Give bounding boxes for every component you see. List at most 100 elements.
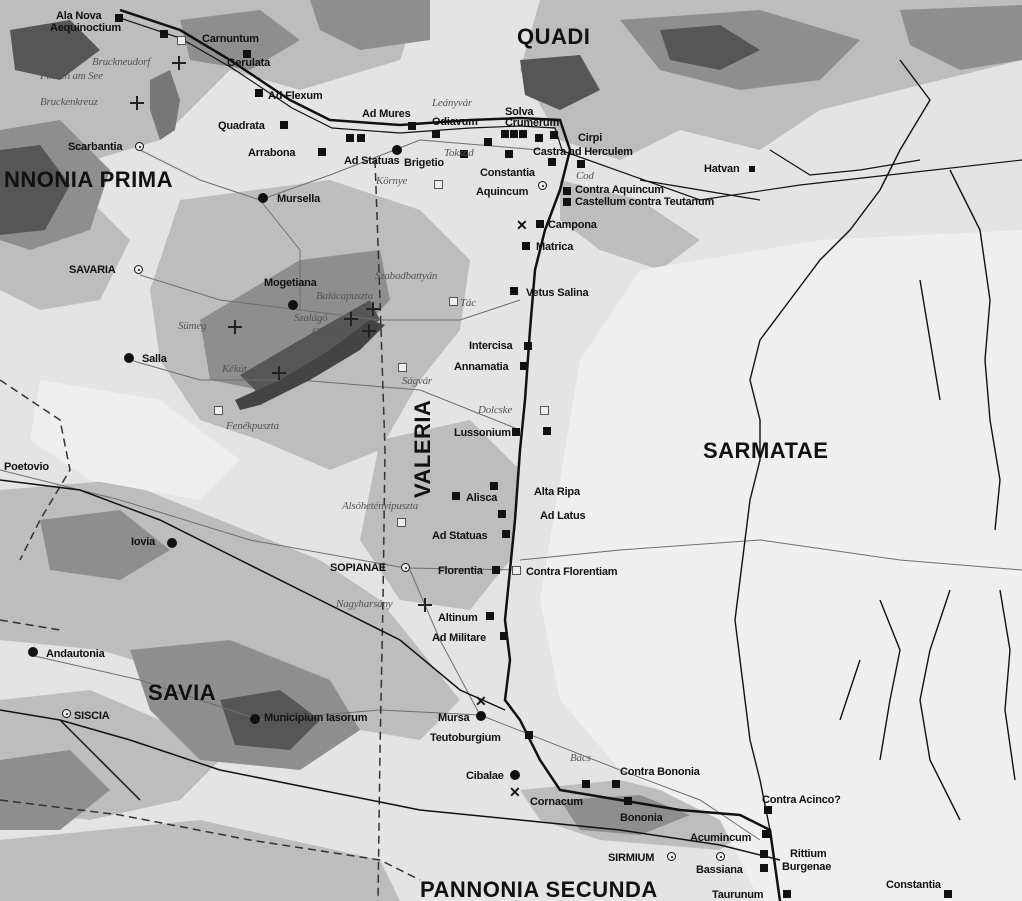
fort-marker[interactable] xyxy=(760,864,768,872)
place-label: Aequinoctium xyxy=(50,22,121,34)
fort-marker[interactable] xyxy=(484,138,492,146)
city-marker[interactable] xyxy=(134,265,143,274)
city-marker[interactable] xyxy=(667,852,676,861)
town-marker[interactable] xyxy=(167,538,177,548)
villa-marker[interactable] xyxy=(398,363,407,372)
fort-marker[interactable] xyxy=(563,187,571,195)
cross-marker[interactable] xyxy=(272,366,286,380)
town-marker[interactable] xyxy=(288,300,298,310)
place-label: Altinum xyxy=(438,612,478,624)
place-label: Contra Aquincum xyxy=(575,184,664,196)
fort-marker[interactable] xyxy=(243,50,251,58)
place-label: Contra Bononia xyxy=(620,766,700,778)
fort-marker[interactable] xyxy=(548,158,556,166)
place-label: Castra ad Herculem xyxy=(533,146,633,158)
fort-marker[interactable] xyxy=(783,890,791,898)
fort-marker[interactable] xyxy=(510,130,518,138)
villa-marker[interactable] xyxy=(214,406,223,415)
villa-marker[interactable] xyxy=(397,518,406,527)
place-label: Mursa xyxy=(438,712,470,724)
fort-marker[interactable] xyxy=(486,612,494,620)
fort-marker[interactable] xyxy=(612,780,620,788)
fort-marker[interactable] xyxy=(543,427,551,435)
fort-marker[interactable] xyxy=(115,14,123,22)
fort-marker[interactable] xyxy=(501,130,509,138)
cross-marker[interactable] xyxy=(228,320,242,334)
place-label: Burgenae xyxy=(782,861,832,873)
city-marker[interactable] xyxy=(538,181,547,190)
villa-marker[interactable] xyxy=(449,297,458,306)
modern-place-label: Bács xyxy=(570,752,591,764)
fort-marker[interactable] xyxy=(524,342,532,350)
place-label: Contra Florentiam xyxy=(526,566,618,578)
cross-marker[interactable] xyxy=(418,598,432,612)
fort-marker[interactable] xyxy=(357,134,365,142)
fort-marker[interactable] xyxy=(764,806,772,814)
city-marker[interactable] xyxy=(716,852,725,861)
modern-place-label: Csopak xyxy=(312,326,344,338)
fort-marker[interactable] xyxy=(624,797,632,805)
modern-place-label: Bruckenkreuz xyxy=(40,96,98,108)
villa-marker[interactable] xyxy=(434,180,443,189)
fort-marker[interactable] xyxy=(760,850,768,858)
cross-marker[interactable] xyxy=(344,312,358,326)
fort-marker[interactable] xyxy=(318,148,326,156)
crossed-swords-icon: ✕ xyxy=(509,784,521,800)
fort-marker[interactable] xyxy=(749,166,755,172)
cross-marker[interactable] xyxy=(366,302,380,316)
city-marker[interactable] xyxy=(62,709,71,718)
fort-marker[interactable] xyxy=(582,780,590,788)
town-marker[interactable] xyxy=(28,647,38,657)
fort-marker[interactable] xyxy=(762,830,770,838)
place-label: Alta Ripa xyxy=(534,486,580,498)
fort-marker[interactable] xyxy=(452,492,460,500)
fort-marker[interactable] xyxy=(505,150,513,158)
place-label: Mursella xyxy=(277,193,321,205)
fort-marker[interactable] xyxy=(577,160,585,168)
town-marker[interactable] xyxy=(258,193,268,203)
fort-marker[interactable] xyxy=(510,287,518,295)
fort-marker[interactable] xyxy=(490,482,498,490)
modern-place-label: Toksod xyxy=(444,147,474,159)
fort-marker[interactable] xyxy=(536,220,544,228)
fort-marker[interactable] xyxy=(408,122,416,130)
cross-marker[interactable] xyxy=(130,96,144,110)
fort-marker[interactable] xyxy=(944,890,952,898)
city-marker[interactable] xyxy=(401,563,410,572)
fort-marker[interactable] xyxy=(519,130,527,138)
cross-marker[interactable] xyxy=(362,324,376,338)
fort-marker[interactable] xyxy=(535,134,543,142)
fort-marker[interactable] xyxy=(550,131,558,139)
fort-marker[interactable] xyxy=(563,198,571,206)
fort-marker[interactable] xyxy=(525,731,533,739)
fort-marker[interactable] xyxy=(460,150,468,158)
fort-marker[interactable] xyxy=(280,121,288,129)
region-savia: SAVIA xyxy=(148,680,217,705)
fort-marker[interactable] xyxy=(522,242,530,250)
town-marker[interactable] xyxy=(476,711,486,721)
town-marker[interactable] xyxy=(510,770,520,780)
cross-marker[interactable] xyxy=(172,56,186,70)
town-marker[interactable] xyxy=(124,353,134,363)
place-label: Taurunum xyxy=(712,889,764,901)
villa-marker[interactable] xyxy=(177,36,186,45)
fort-marker[interactable] xyxy=(492,566,500,574)
villa-marker[interactable] xyxy=(540,406,549,415)
place-label: Cibalae xyxy=(466,770,504,782)
fort-marker[interactable] xyxy=(502,530,510,538)
town-marker[interactable] xyxy=(250,714,260,724)
fort-marker[interactable] xyxy=(520,362,528,370)
place-label: Cirpi xyxy=(578,132,603,144)
villa-marker[interactable] xyxy=(512,566,521,575)
city-marker[interactable] xyxy=(135,142,144,151)
fort-marker[interactable] xyxy=(500,632,508,640)
fort-marker[interactable] xyxy=(346,134,354,142)
region-quadi: QUADI xyxy=(517,24,591,49)
fort-marker[interactable] xyxy=(160,30,168,38)
town-marker[interactable] xyxy=(392,145,402,155)
fort-marker[interactable] xyxy=(512,428,520,436)
fort-marker[interactable] xyxy=(498,510,506,518)
fort-marker[interactable] xyxy=(432,130,440,138)
fort-marker[interactable] xyxy=(255,89,263,97)
